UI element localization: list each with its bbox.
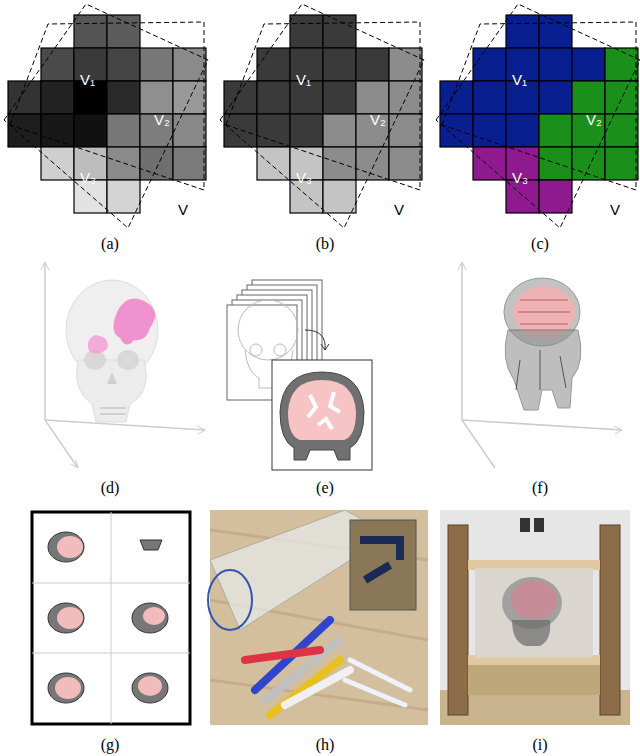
region-label: V₂ <box>154 112 170 127</box>
voxel-cell <box>605 48 638 81</box>
voxel-cell <box>257 114 290 147</box>
dashed-frame <box>436 4 640 228</box>
voxel-cell <box>41 81 74 114</box>
voxel-cell <box>506 15 539 48</box>
voxel-cell <box>356 81 389 114</box>
voxel-cell <box>323 48 356 81</box>
voxel-cell <box>506 114 539 147</box>
voxel-cell <box>140 48 173 81</box>
voxel-cell <box>389 81 422 114</box>
voxel-cell <box>323 180 356 213</box>
voxel-cell <box>572 81 605 114</box>
slice-sheet <box>32 512 190 724</box>
voxel-cell <box>173 48 206 81</box>
slice-stack <box>227 280 372 470</box>
voxel-cell <box>107 180 140 213</box>
voxel-cell <box>323 15 356 48</box>
voxel-cell <box>173 114 206 147</box>
voxel-cell <box>473 147 506 180</box>
region-label: V <box>610 202 620 217</box>
voxel-cell <box>356 147 389 180</box>
voxel-cell <box>8 114 41 147</box>
voxel-grid <box>220 4 424 228</box>
voxel-cell <box>107 15 140 48</box>
region-label: V₃ <box>512 170 528 185</box>
region-label: V <box>394 202 404 217</box>
voxel-cell <box>41 114 74 147</box>
panel-caption: (a) <box>101 236 119 252</box>
skull-3d <box>41 262 205 468</box>
panel-caption: (g) <box>101 737 120 753</box>
panel-caption: (i) <box>532 737 547 753</box>
dashed-frame <box>10 22 204 190</box>
voxel-cell <box>539 180 572 213</box>
region-label: V₂ <box>370 112 386 127</box>
voxel-cell <box>41 147 74 180</box>
voxel-cell <box>572 147 605 180</box>
voxel-cell <box>290 114 323 147</box>
voxel-cell <box>257 48 290 81</box>
dashed-frame <box>226 22 420 190</box>
voxel-cell <box>605 114 638 147</box>
voxel-cell <box>323 81 356 114</box>
region-label: V₃ <box>80 170 96 185</box>
voxel-cell <box>257 147 290 180</box>
voxel-cell <box>140 81 173 114</box>
voxel-cell <box>224 114 257 147</box>
region-label: V₃ <box>296 170 312 185</box>
voxel-cell <box>539 81 572 114</box>
panel-caption: (h) <box>316 737 335 753</box>
region-label: V₁ <box>296 72 311 87</box>
voxel-cell <box>140 147 173 180</box>
voxel-cell <box>473 48 506 81</box>
panel-caption: (e) <box>316 480 334 496</box>
voxel-cell <box>41 48 74 81</box>
voxel-cell <box>356 48 389 81</box>
voxel-cell <box>473 81 506 114</box>
voxel-cell <box>605 147 638 180</box>
dashed-frame <box>442 22 636 190</box>
voxel-cell <box>389 114 422 147</box>
panel-caption: (b) <box>316 236 335 252</box>
voxel-grid <box>4 4 208 228</box>
region-label: V₁ <box>80 72 95 87</box>
voxel-cell <box>605 81 638 114</box>
panel-caption: (d) <box>101 480 120 496</box>
voxel-grid <box>436 4 640 228</box>
voxel-cell <box>290 15 323 48</box>
voxel-cell <box>74 15 107 48</box>
panel-caption: (f) <box>532 480 548 496</box>
dashed-frame <box>220 4 424 228</box>
voxel-cell <box>539 15 572 48</box>
voxel-cell <box>389 48 422 81</box>
voxel-cell <box>173 81 206 114</box>
voxel-cell <box>107 48 140 81</box>
voxel-cell <box>572 48 605 81</box>
voxel-cell <box>539 114 572 147</box>
region-label: V <box>178 202 188 217</box>
reconstructed-stack <box>458 262 622 468</box>
materials-photo <box>208 510 428 725</box>
voxel-cell <box>74 114 107 147</box>
voxel-cell <box>107 114 140 147</box>
voxel-cell <box>389 147 422 180</box>
voxel-cell <box>440 114 473 147</box>
voxel-cell <box>257 81 290 114</box>
voxel-cell <box>473 114 506 147</box>
region-label: V₁ <box>512 72 527 87</box>
voxel-cell <box>539 48 572 81</box>
voxel-cell <box>323 114 356 147</box>
voxel-cell <box>107 81 140 114</box>
region-label: V₂ <box>586 112 602 127</box>
viewer-photo <box>440 510 630 725</box>
voxel-cell <box>173 147 206 180</box>
dashed-frame <box>4 4 208 228</box>
panel-caption: (c) <box>531 236 549 252</box>
voxel-grids <box>4 4 640 228</box>
